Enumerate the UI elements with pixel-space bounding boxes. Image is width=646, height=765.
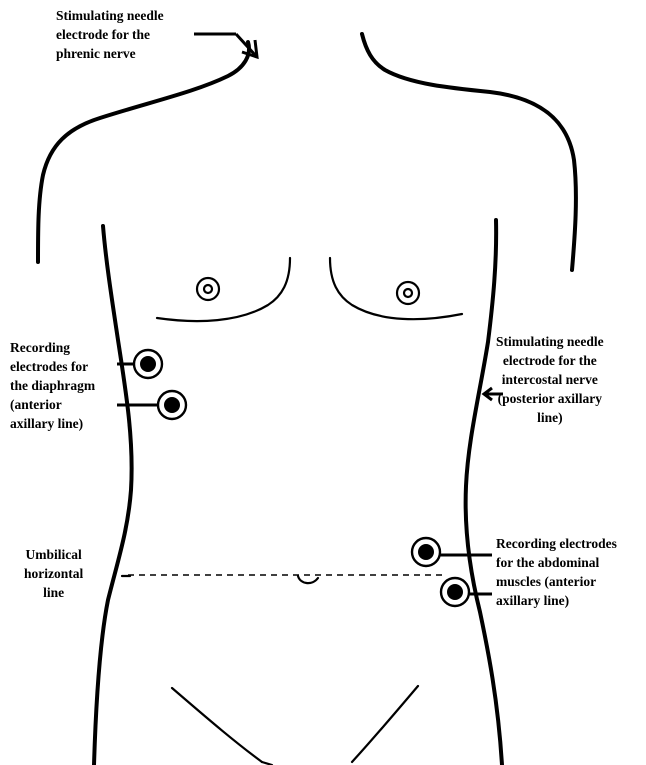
- left-breast-contour: [157, 258, 290, 321]
- right-groin-line: [352, 686, 418, 762]
- left-flank-contour: [94, 226, 132, 765]
- intercostal-needle-label: Stimulating needle electrode for the int…: [496, 332, 604, 427]
- left-groin-line: [172, 688, 262, 762]
- phrenic-needle-label: Stimulating needle electrode for the phr…: [56, 6, 164, 63]
- umbilical-line-label: Umbilical horizontal line: [24, 545, 83, 602]
- abdominal-electrode-upper: [412, 538, 440, 566]
- phrenic-needle-pointer: [194, 34, 257, 57]
- left-shoulder-contour: [38, 42, 249, 262]
- right-flank-contour: [466, 220, 502, 765]
- diaphragm-electrode-lower: [158, 391, 186, 419]
- diaphragm-electrode-upper: [134, 350, 162, 378]
- right-nipple: [397, 282, 419, 304]
- umbilicus: [298, 576, 318, 583]
- chest: [157, 258, 462, 321]
- abdominal-electrode-lower: [441, 578, 469, 606]
- right-breast-contour: [330, 258, 462, 319]
- abdominal-electrodes-label: Recording electrodes for the abdominal m…: [496, 534, 617, 610]
- right-shoulder-contour: [362, 34, 576, 270]
- left-nipple: [197, 278, 219, 300]
- diaphragm-electrodes-label: Recording electrodes for the diaphragm (…: [10, 338, 95, 433]
